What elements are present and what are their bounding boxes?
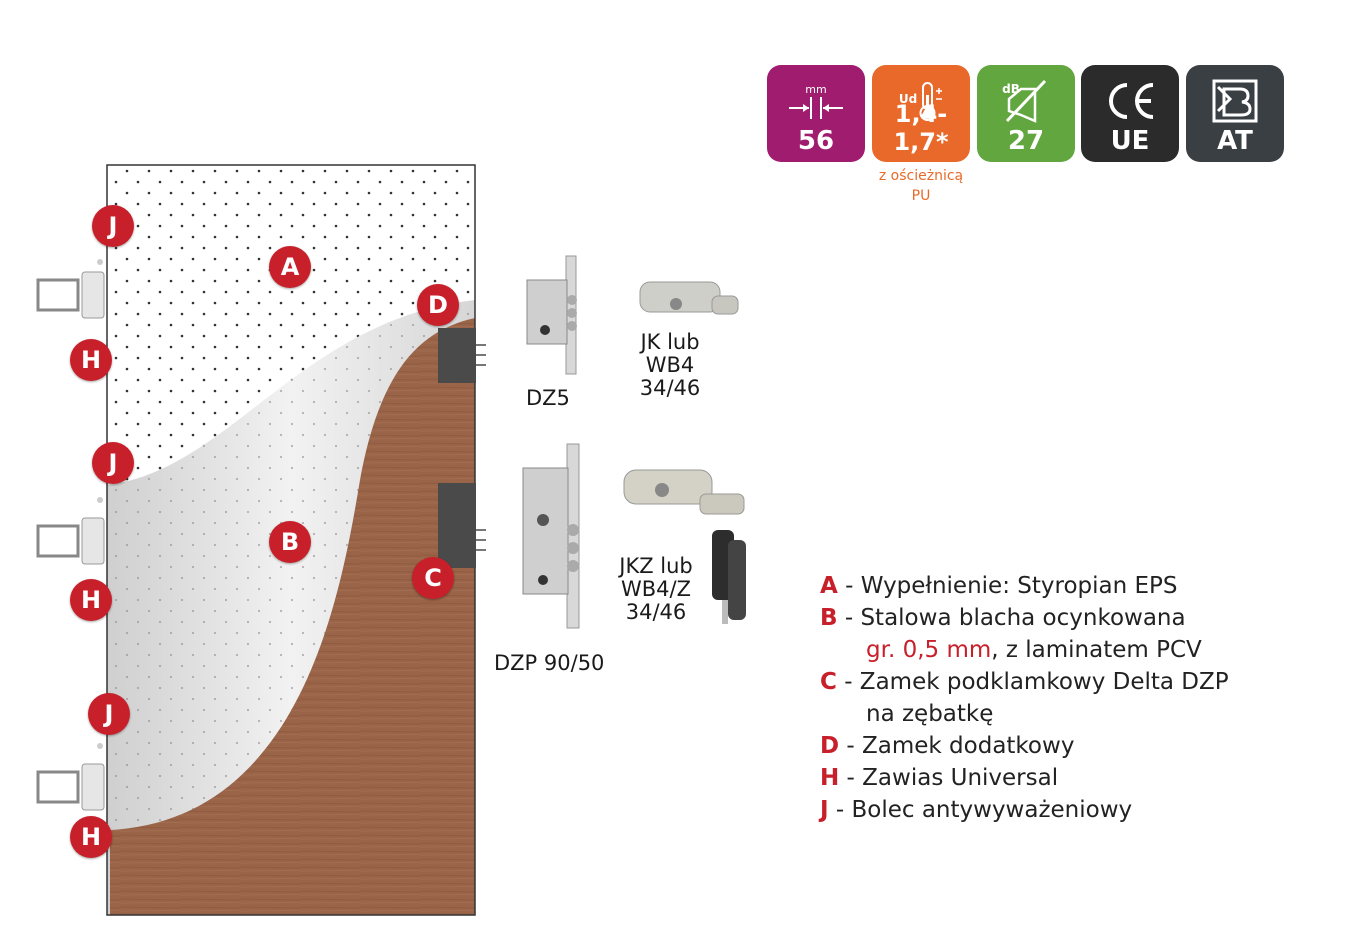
- badge-thickness: mm 56: [767, 65, 865, 162]
- label-jk: JK lub WB4 34/46: [639, 330, 701, 400]
- marker-d: D: [417, 284, 459, 326]
- badge-value: 1,4-1,7*: [893, 100, 949, 156]
- label-dzp: DZP 90/50: [494, 651, 605, 675]
- badge-value: UE: [1110, 126, 1150, 156]
- cylinder-jk-image: [639, 281, 739, 315]
- legend-row-h: H - Zawias Universal: [820, 765, 1059, 791]
- badge-unit-mm: mm: [805, 83, 826, 96]
- marker-j-bottom: J: [88, 693, 130, 735]
- badge-thermal: Ud 1,4-1,7*: [872, 65, 970, 162]
- marker-b: B: [269, 521, 311, 563]
- badge-value: 27: [1007, 126, 1045, 156]
- legend: A - Wypełnienie: Styropian EPS B - Stalo…: [820, 570, 1229, 826]
- marker-j-top: J: [92, 205, 134, 247]
- thickness-arrows-icon: mm: [767, 75, 865, 123]
- lock-dzp-image: [522, 443, 580, 629]
- marker-h-bottom: H: [70, 816, 112, 858]
- cylinder-jkz-image: [623, 469, 746, 624]
- thermometer-icon: Ud: [872, 75, 970, 123]
- lock-dz5-image: [526, 255, 577, 375]
- badge-value: AT: [1217, 126, 1253, 156]
- marker-a: A: [269, 246, 311, 288]
- layer-pcv-laminate: [110, 318, 475, 915]
- label-jkz: JKZ lub WB4/Z 34/46: [619, 554, 693, 624]
- badge-value: 56: [797, 126, 835, 156]
- hinge-bottom: [36, 743, 105, 811]
- marker-h-middle: H: [70, 579, 112, 621]
- lock-plate-top: [438, 328, 476, 383]
- legend-row-b-cont: gr. 0,5 mm, z laminatem PCV: [866, 637, 1202, 663]
- marker-c: C: [412, 557, 454, 599]
- hinge-top: [36, 259, 105, 319]
- legend-row-j: J - Bolec antywyważeniowy: [820, 797, 1133, 823]
- thermal-note: z ościeżnicą PU: [878, 168, 964, 204]
- badge-acoustic: dB 27: [977, 65, 1075, 162]
- sound-muted-icon: dB: [977, 75, 1075, 123]
- legend-row-d: D - Zamek dodatkowy: [820, 733, 1075, 759]
- legend-row-c: C - Zamek podklamkowy Delta DZP: [820, 669, 1229, 695]
- legend-row-a: A - Wypełnienie: Styropian EPS: [820, 573, 1178, 599]
- label-dz5: DZ5: [526, 386, 570, 410]
- marker-h-top: H: [70, 339, 112, 381]
- lock-plate-main: [438, 483, 476, 568]
- badge-unit-ud: Ud: [899, 92, 917, 106]
- ce-mark-icon: [1081, 75, 1179, 123]
- badge-at: AT: [1186, 65, 1284, 162]
- marker-j-middle: J: [92, 442, 134, 484]
- legend-row-b: B - Stalowa blacha ocynkowana: [820, 605, 1186, 631]
- legend-row-c-cont: na zębatkę: [866, 701, 994, 727]
- badge-ce: UE: [1081, 65, 1179, 162]
- building-b-icon: [1186, 75, 1284, 123]
- hinge-middle: [36, 497, 105, 565]
